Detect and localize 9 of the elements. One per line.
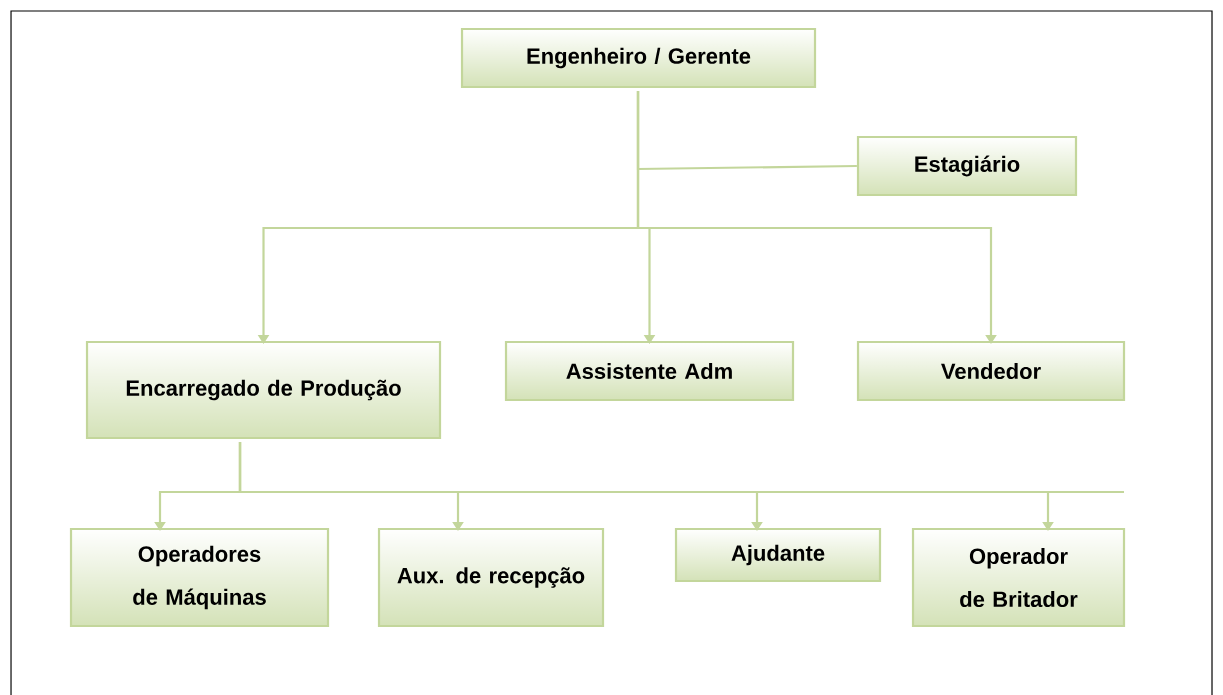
- org-box: Operador de Britador: [911, 527, 1126, 628]
- org-box: Vendedor: [856, 340, 1126, 402]
- org-box: Operadores de Máquinas: [69, 527, 330, 628]
- org-box: Aux. de recepção: [377, 527, 605, 628]
- org-box: Estagiário: [856, 135, 1078, 197]
- org-box: Ajudante: [674, 527, 882, 583]
- org-box: Assistente Adm: [504, 340, 795, 402]
- org-box: Engenheiro / Gerente: [460, 27, 817, 89]
- org-box: Encarregado de Produção: [85, 340, 442, 440]
